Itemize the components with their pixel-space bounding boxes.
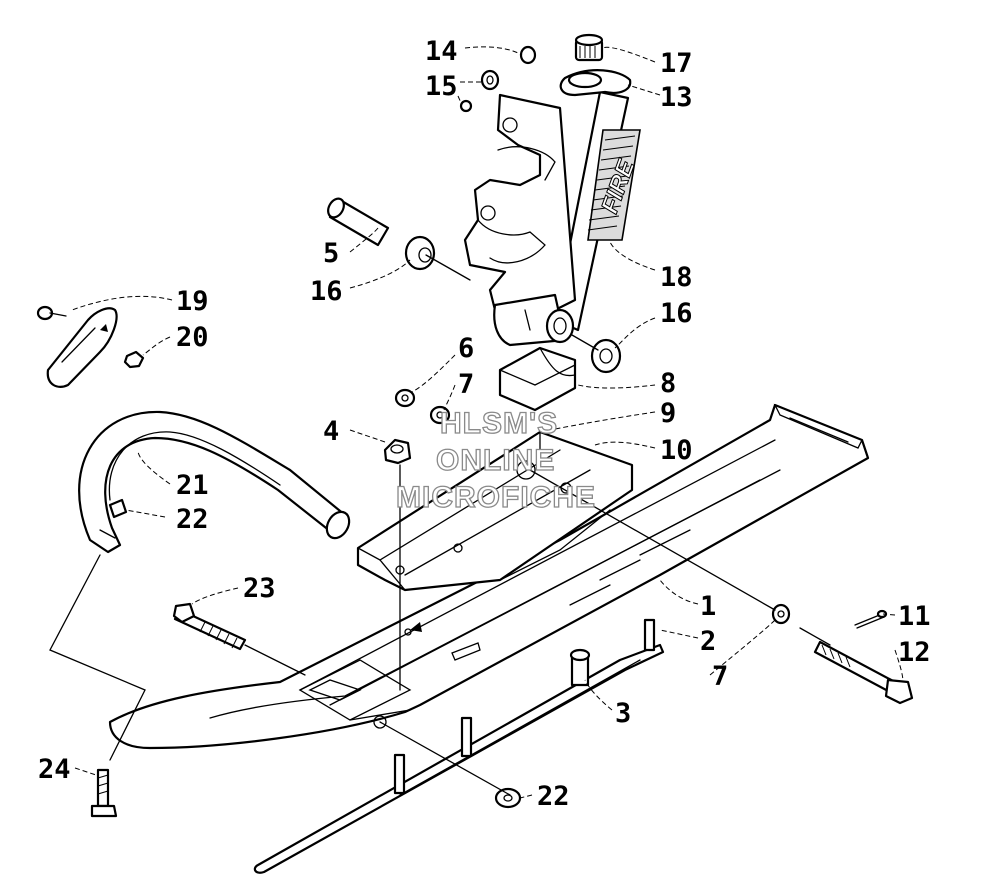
nut-15-small bbox=[459, 99, 473, 113]
callout-8: 8 bbox=[660, 368, 676, 399]
callout-7-bottom: 7 bbox=[712, 661, 728, 692]
callout-22-upper: 22 bbox=[176, 504, 209, 535]
callout-17: 17 bbox=[660, 48, 693, 79]
callout-labels: 14 15 17 13 18 5 16 16 6 7 8 9 10 4 19 2… bbox=[38, 36, 931, 812]
callout-14: 14 bbox=[425, 36, 458, 67]
callout-3: 3 bbox=[615, 698, 631, 729]
nut-20 bbox=[123, 350, 145, 369]
wear-bar bbox=[253, 618, 665, 874]
connector-lines bbox=[49, 254, 831, 796]
washer-7-bottom bbox=[771, 603, 791, 625]
callout-6: 6 bbox=[458, 333, 474, 364]
nut-4 bbox=[383, 438, 412, 465]
cap-17 bbox=[574, 33, 604, 62]
callout-18: 18 bbox=[660, 262, 693, 293]
callout-10: 10 bbox=[660, 435, 693, 466]
watermark-line-3: MICROFICHE bbox=[396, 481, 596, 514]
washer-15 bbox=[480, 69, 500, 91]
callout-7-top: 7 bbox=[458, 369, 474, 400]
callout-1: 1 bbox=[700, 591, 716, 622]
callout-16-left: 16 bbox=[310, 276, 343, 307]
washer-6 bbox=[394, 388, 416, 408]
watermark: HLSM'S ONLINE MICROFICHE bbox=[395, 406, 596, 514]
bolt-23 bbox=[172, 602, 247, 651]
cotter-pin-11 bbox=[854, 609, 888, 629]
callout-4: 4 bbox=[323, 416, 339, 447]
damper-8 bbox=[498, 346, 577, 412]
washer-14 bbox=[519, 45, 537, 65]
callout-20: 20 bbox=[176, 322, 209, 353]
watermark-line-1: HLSM'S bbox=[440, 407, 558, 440]
callout-12: 12 bbox=[898, 637, 931, 668]
callout-24: 24 bbox=[38, 754, 71, 785]
nut-22-lower bbox=[494, 787, 522, 809]
washer-7-top bbox=[429, 405, 451, 425]
callout-13: 13 bbox=[660, 82, 693, 113]
callout-19: 19 bbox=[176, 286, 209, 317]
ski-loop bbox=[78, 410, 351, 554]
bolt-24 bbox=[90, 768, 118, 818]
watermark-line-2: ONLINE bbox=[436, 444, 555, 477]
callout-2: 2 bbox=[700, 626, 716, 657]
clip-22-upper bbox=[108, 498, 128, 519]
bolt-12 bbox=[813, 640, 914, 705]
pin-5 bbox=[327, 197, 390, 247]
callout-21: 21 bbox=[176, 470, 209, 501]
screw-19 bbox=[36, 305, 67, 321]
bracket-19 bbox=[46, 307, 118, 388]
leader-lines bbox=[71, 46, 904, 799]
callout-15: 15 bbox=[425, 71, 458, 102]
callout-23: 23 bbox=[243, 573, 276, 604]
callout-5: 5 bbox=[323, 238, 339, 269]
bushing-16-left bbox=[404, 235, 436, 271]
bushing-16-right bbox=[590, 338, 622, 374]
callout-22-lower: 22 bbox=[537, 781, 570, 812]
callout-9: 9 bbox=[660, 398, 676, 429]
callout-16-right: 16 bbox=[660, 298, 693, 329]
callout-11: 11 bbox=[898, 601, 931, 632]
